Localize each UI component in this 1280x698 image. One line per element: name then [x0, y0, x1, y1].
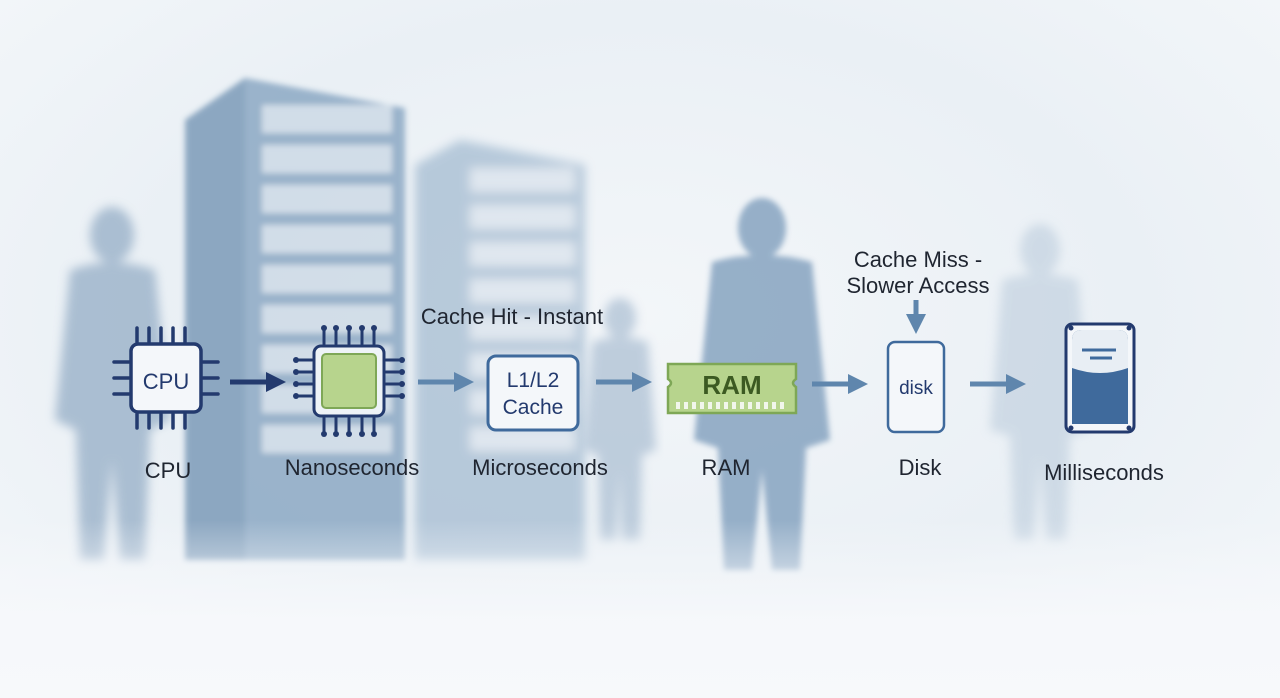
- cache-miss-line2: Slower Access: [846, 273, 990, 298]
- cpu-chip-icon: [112, 326, 220, 430]
- ram-chip-text: RAM: [702, 370, 761, 400]
- floor-fade: [0, 520, 1280, 698]
- ram-label: RAM: [701, 455, 751, 480]
- ram-module-icon: [666, 362, 798, 415]
- hard-drive-icon: [1064, 322, 1136, 434]
- cache-box-line2: Cache: [503, 396, 564, 419]
- cache-hit-note: Cache Hit - Instant: [420, 304, 604, 329]
- cpu-label: CPU: [144, 458, 192, 483]
- cache-miss-note: Cache Miss - Slower Access: [846, 247, 989, 299]
- disk-box-text: disk: [899, 378, 933, 399]
- disk-box-icon: [886, 340, 946, 434]
- green-core-chip-icon: [296, 328, 402, 434]
- core-pin-dots: [293, 325, 405, 437]
- cache-box-icon: [486, 354, 580, 432]
- cpu-chip-text: CPU: [143, 369, 189, 394]
- cache-box-line1: L1/L2: [507, 369, 560, 392]
- disk-label: Disk: [898, 455, 942, 480]
- cache-miss-line1: Cache Miss -: [853, 247, 983, 272]
- microseconds-label: Microseconds: [472, 455, 608, 480]
- person-silhouette-left: [55, 207, 170, 560]
- milliseconds-label: Milliseconds: [1044, 460, 1164, 485]
- nanoseconds-label: Nanoseconds: [284, 455, 420, 480]
